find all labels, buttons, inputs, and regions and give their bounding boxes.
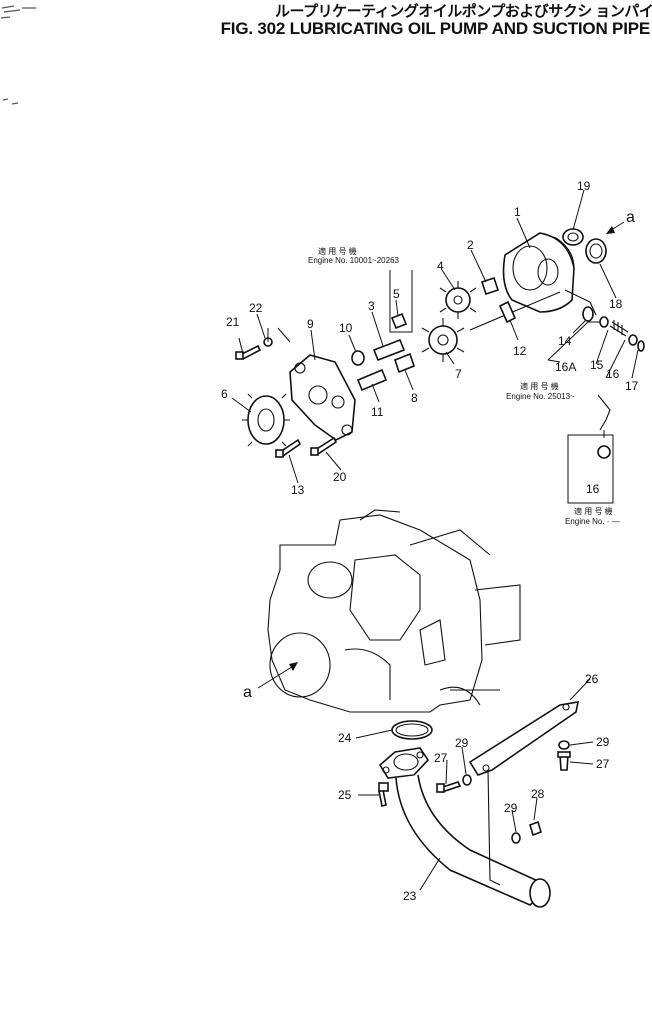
leader-lines [231, 189, 639, 891]
drive-gear [439, 281, 477, 319]
applicability-engine-3: Engine No. · — [565, 517, 620, 526]
washer-29c [511, 832, 521, 844]
callout-a-block: a [243, 684, 252, 701]
callout-13: 13 [291, 483, 305, 497]
callout-18: 18 [609, 297, 623, 311]
pump-cover [289, 354, 356, 441]
callout-15: 15 [590, 358, 604, 372]
shaft-3 [372, 338, 406, 362]
callout-12: 12 [513, 344, 527, 358]
callout-6: 6 [221, 387, 228, 401]
callout-16: 16 [606, 367, 620, 381]
inset-box [567, 434, 614, 504]
callout-21: 21 [226, 315, 240, 329]
callout-20: 20 [333, 470, 347, 484]
driven-gear [421, 318, 465, 362]
callout-a-top: a [626, 209, 635, 226]
callout-24: 24 [338, 731, 352, 745]
shaft-11 [356, 368, 388, 392]
callout-29b: 29 [596, 735, 610, 749]
washer-29b [558, 740, 570, 750]
callout-16-hidden: 16 [606, 367, 620, 381]
callout-5: 5 [393, 287, 400, 301]
callout-14: 14 [558, 334, 572, 348]
pin [498, 300, 517, 324]
valve-14 [582, 306, 594, 322]
engine-block [267, 509, 521, 713]
spring-15 [609, 320, 629, 337]
plug-16 [628, 334, 638, 346]
callout-26: 26 [585, 672, 599, 686]
washer-29 [462, 774, 472, 786]
applicability-engine-2: Engine No. 25013~ [506, 392, 575, 401]
scan-noise-marks [0, 5, 36, 105]
figure-title: FIG. 302 LUBRICATING OIL PUMP AND SUCTIO… [220, 19, 651, 38]
nut-28 [529, 820, 542, 837]
bushing-8 [394, 352, 415, 374]
screw-plug [597, 394, 611, 431]
scan-artifact [0, 0, 40, 113]
callout-27b: 27 [596, 757, 610, 771]
applicability-jp-3: 適 用 号 機 [574, 506, 613, 516]
callout-1: 1 [514, 205, 521, 219]
figure-title-japanese: ループリケーティングオイルポンプおよびサクシ ョンパイプ [275, 3, 652, 20]
callout-16a: 16A [555, 360, 576, 374]
applicability-jp-2: 適 用 号 機 [520, 381, 559, 391]
o-ring [585, 238, 607, 264]
valve-16a [599, 316, 609, 328]
pump-body [502, 232, 597, 316]
bushing-10 [351, 350, 365, 366]
callout-22: 22 [249, 301, 263, 315]
callout-9: 9 [307, 317, 314, 331]
callout-2: 2 [467, 238, 474, 252]
shaft-bushing [480, 276, 500, 296]
callout-7: 7 [455, 367, 462, 381]
callout-23: 23 [403, 889, 417, 903]
callout-11: 11 [371, 405, 384, 419]
idler-gear [242, 393, 290, 447]
callout-10: 10 [339, 321, 353, 335]
support-bracket [468, 701, 580, 886]
callout-4: 4 [437, 259, 444, 273]
callout-27: 27 [434, 751, 448, 765]
callout-29: 29 [455, 736, 469, 750]
seal-ring [562, 228, 584, 246]
callout-8: 8 [411, 391, 418, 405]
applicability-engine-1: Engine No. 10001~20263 [308, 256, 400, 265]
callout-25: 25 [338, 788, 352, 802]
bolt-25 [378, 789, 387, 807]
applicability-jp-1: 適 用 号 機 [318, 246, 357, 256]
callout-28: 28 [531, 787, 545, 801]
callout-29c: 29 [504, 801, 518, 815]
pin-5 [390, 312, 408, 330]
callout-17: 17 [625, 379, 639, 393]
applicability-bracket [389, 270, 413, 333]
suction-pipe [378, 747, 551, 908]
callout-19: 19 [577, 179, 591, 193]
callout-3: 3 [368, 299, 375, 313]
callout-16-inset: 16 [586, 482, 600, 496]
gasket-17 [637, 340, 645, 352]
